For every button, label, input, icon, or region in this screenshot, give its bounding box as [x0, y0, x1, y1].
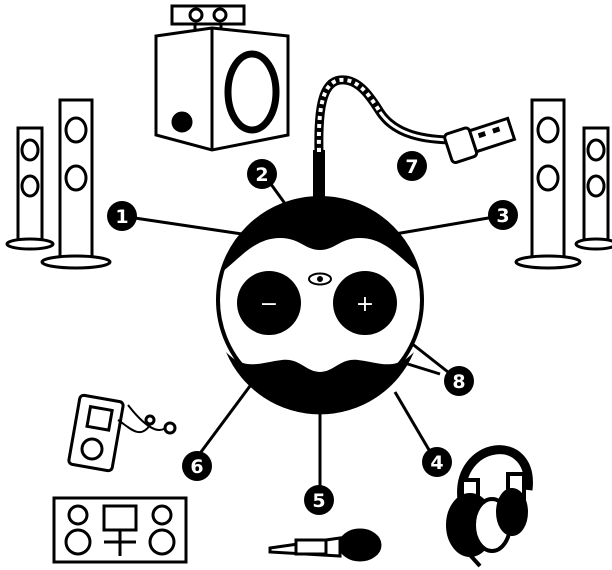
line-6 — [198, 386, 250, 456]
left-speakers-icon — [7, 100, 110, 268]
callout-3: 3 — [488, 200, 518, 230]
volume-down-label: − — [260, 292, 278, 317]
mp3-player-icon — [68, 395, 175, 472]
svg-text:5: 5 — [312, 490, 325, 512]
svg-text:7: 7 — [405, 156, 418, 178]
svg-text:1: 1 — [115, 206, 128, 228]
svg-text:8: 8 — [452, 371, 465, 393]
callout-5: 5 — [304, 485, 334, 515]
callout-6: 6 — [182, 451, 212, 481]
usb-cable-icon — [313, 80, 516, 208]
line-3 — [395, 216, 500, 234]
svg-text:2: 2 — [255, 164, 268, 186]
volume-up-button[interactable]: + — [333, 271, 397, 335]
callout-8: 8 — [444, 366, 474, 396]
callout-1: 1 — [107, 201, 137, 231]
svg-text:3: 3 — [496, 205, 509, 227]
svg-text:4: 4 — [430, 452, 443, 474]
volume-down-button[interactable]: − — [237, 271, 301, 335]
line-1 — [128, 217, 242, 234]
microphone-icon — [270, 530, 380, 560]
svg-text:6: 6 — [190, 456, 203, 478]
callout-2: 2 — [247, 159, 277, 189]
volume-up-label: + — [356, 292, 374, 317]
right-speakers-icon — [516, 100, 612, 268]
subwoofer-icon — [156, 6, 288, 150]
callout-7: 7 — [397, 151, 427, 181]
stereo-system-icon — [54, 498, 186, 562]
headphones-icon — [448, 450, 528, 566]
line-4 — [395, 392, 432, 455]
eye-icon — [309, 274, 331, 285]
callout-4: 4 — [422, 447, 452, 477]
